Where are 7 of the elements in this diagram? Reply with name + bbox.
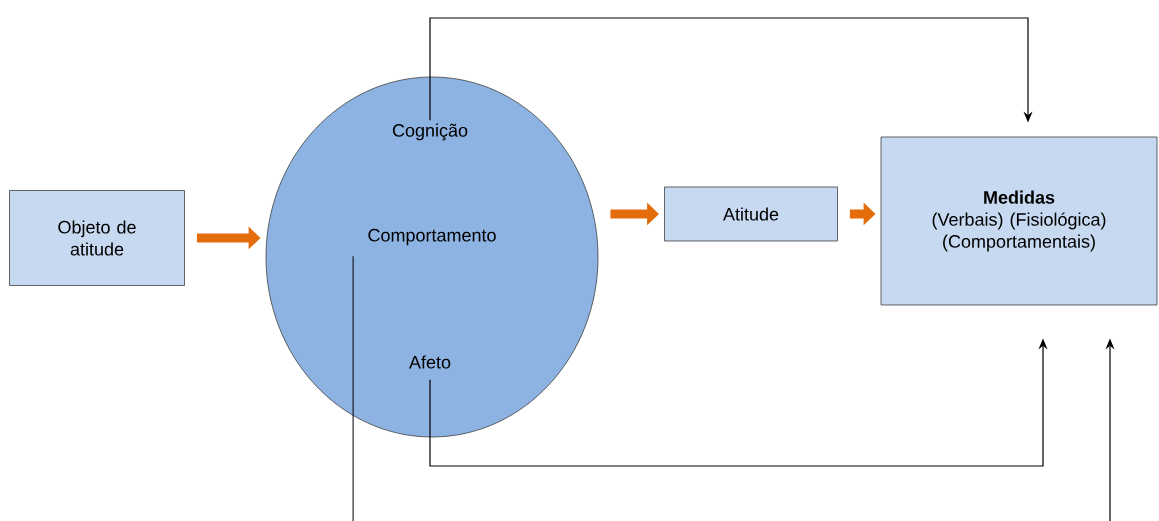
process-box: Atitude bbox=[664, 186, 838, 242]
ellipse-shape bbox=[265, 76, 599, 438]
component-label: Afeto bbox=[409, 355, 451, 369]
component-label: Comportamento bbox=[368, 228, 496, 246]
process-box: Medidas (Verbais) (Fisiológica) (Comportamentais) bbox=[880, 136, 1158, 306]
process-box: Objeto de atitude bbox=[9, 190, 185, 286]
component-label: Cognição bbox=[392, 123, 468, 141]
